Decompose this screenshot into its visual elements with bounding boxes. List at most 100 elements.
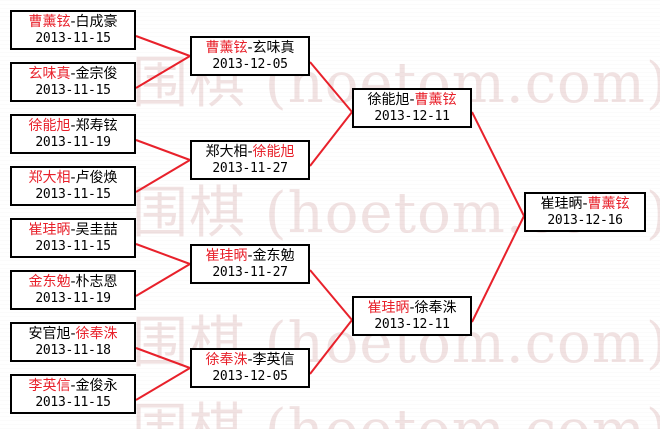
match-players: 李英信-金俊永 (12, 378, 134, 395)
player-left: 安官旭 (28, 326, 71, 342)
match-players: 徐能旭-郑寿铉 (12, 118, 134, 135)
match-date: 2013-11-15 (35, 239, 111, 254)
player-left: 崔珪昞 (540, 196, 583, 212)
player-separator: - (70, 170, 76, 186)
match-players: 郑大相-卢俊焕 (12, 170, 134, 187)
connector-r2m4-to-sf2 (309, 319, 353, 375)
match-date: 2013-11-15 (35, 395, 111, 410)
player-separator: - (247, 144, 253, 160)
player-right: 徐奉洙 (414, 300, 457, 316)
match-date: 2013-12-16 (547, 213, 623, 228)
match-date: 2013-11-19 (35, 135, 111, 150)
connector-r1m4-to-r2m2 (135, 159, 191, 193)
player-right: 玄味真 (252, 40, 295, 56)
player-left: 徐能旭 (28, 118, 71, 134)
match-players: 曹薰铉-玄味真 (192, 40, 308, 57)
player-left: 郑大相 (205, 144, 248, 160)
match-players: 崔珪昞-曹薰铉 (526, 196, 644, 213)
player-left: 李英信 (28, 378, 71, 394)
player-separator: - (70, 378, 76, 394)
match-players: 崔珪昞-徐奉洙 (354, 300, 470, 317)
player-right: 曹薰铉 (414, 92, 457, 108)
player-left: 徐奉洙 (205, 352, 248, 368)
player-separator: - (247, 40, 253, 56)
player-left: 曹薰铉 (28, 14, 71, 30)
connector-r1m2-to-r2m1 (135, 55, 191, 89)
match-date: 2013-11-15 (35, 83, 111, 98)
player-right: 金俊永 (75, 378, 118, 394)
player-left: 金东勉 (28, 274, 71, 290)
match-players: 崔珪昞-金东勉 (192, 248, 308, 265)
player-right: 白成豪 (75, 14, 118, 30)
match-players: 金东勉-朴志恩 (12, 274, 134, 291)
player-left: 徐能旭 (367, 92, 410, 108)
watermark-text: 围棋 (hoetom.com) (132, 385, 660, 429)
player-right: 曹薰铉 (587, 196, 630, 212)
player-right: 徐奉洙 (75, 326, 118, 342)
connector-sf1-to-f1 (471, 111, 525, 217)
player-left: 崔珪昞 (28, 222, 71, 238)
player-separator: - (70, 118, 76, 134)
match-date: 2013-12-05 (212, 369, 288, 384)
player-right: 李英信 (252, 352, 295, 368)
match-players: 郑大相-徐能旭 (192, 144, 308, 161)
player-separator: - (70, 222, 76, 238)
connector-r1m1-to-r2m1 (135, 35, 191, 57)
match-date: 2013-12-11 (374, 317, 450, 332)
connector-sf2-to-f1 (471, 215, 525, 323)
connector-r1m8-to-r2m4 (135, 367, 191, 401)
match-date: 2013-11-15 (35, 187, 111, 202)
connector-r1m6-to-r2m3 (135, 263, 191, 297)
connector-r1m3-to-r2m2 (135, 139, 191, 161)
connector-r2m2-to-sf1 (309, 111, 353, 167)
player-separator: - (70, 66, 76, 82)
player-separator: - (409, 92, 415, 108)
match-date: 2013-12-11 (374, 109, 450, 124)
player-right: 卢俊焕 (75, 170, 118, 186)
connector-r2m3-to-sf2 (309, 269, 353, 321)
player-left: 崔珪昞 (205, 248, 248, 264)
player-right: 郑寿铉 (75, 118, 118, 134)
player-separator: - (70, 14, 76, 30)
player-right: 金宗俊 (75, 66, 118, 82)
match-date: 2013-11-27 (212, 161, 288, 176)
player-separator: - (70, 274, 76, 290)
player-separator: - (247, 248, 253, 264)
match-date: 2013-12-05 (212, 57, 288, 72)
match-date: 2013-11-15 (35, 31, 111, 46)
player-separator: - (582, 196, 588, 212)
player-separator: - (70, 326, 76, 342)
player-separator: - (409, 300, 415, 316)
match-date: 2013-11-27 (212, 265, 288, 280)
player-left: 郑大相 (28, 170, 71, 186)
match-players: 徐奉洙-李英信 (192, 352, 308, 369)
player-right: 金东勉 (252, 248, 295, 264)
match-players: 曹薰铉-白成豪 (12, 14, 134, 31)
player-right: 朴志恩 (75, 274, 118, 290)
match-players: 崔珪昞-吴圭喆 (12, 222, 134, 239)
player-right: 吴圭喆 (75, 222, 118, 238)
player-left: 崔珪昞 (367, 300, 410, 316)
match-date: 2013-11-18 (35, 343, 111, 358)
match-players: 安官旭-徐奉洙 (12, 326, 134, 343)
player-separator: - (247, 352, 253, 368)
match-date: 2013-11-19 (35, 291, 111, 306)
player-right: 徐能旭 (252, 144, 295, 160)
match-players: 徐能旭-曹薰铉 (354, 92, 470, 109)
